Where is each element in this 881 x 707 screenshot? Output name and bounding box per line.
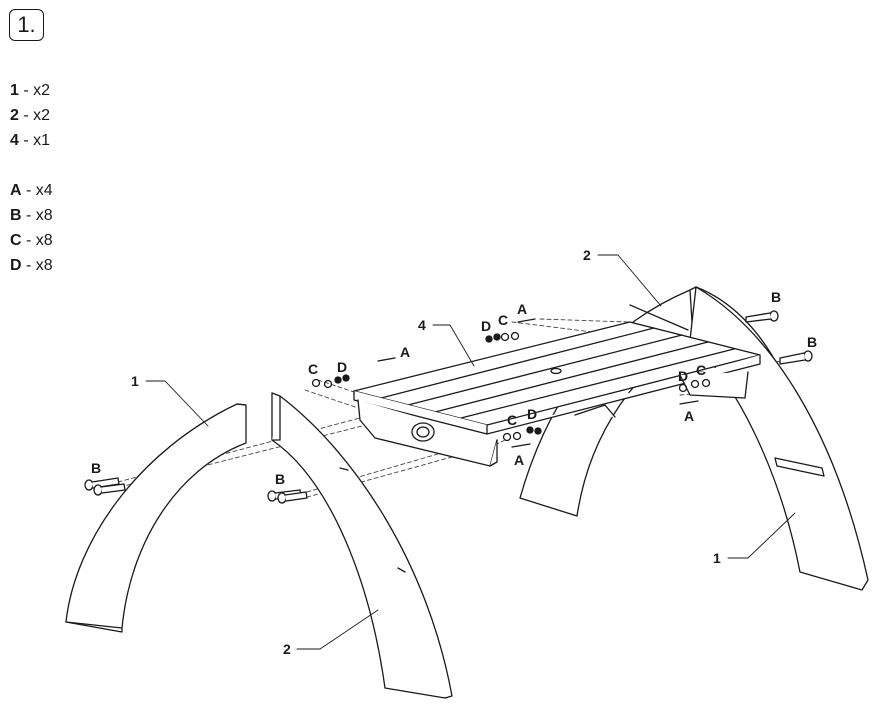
bolt-right-1 [745,310,779,323]
parts-item: 2 - x2 [10,107,51,124]
label-bolt-left: B [91,460,101,476]
hardware-item: B - x8 [10,207,53,224]
label-bolt-right-1: B [771,289,781,305]
washers-nuts [311,331,711,442]
bolt-left-2 [93,483,126,496]
label-bolt-right-2: B [807,334,817,350]
label-screw-right: A [684,408,694,424]
label-washer-front: C [507,412,517,428]
bolt-mid-2 [277,491,308,504]
label-arch-left-front: 2 [283,641,291,657]
label-bolt-mid: B [275,471,285,487]
label-nut-right: D [678,368,688,384]
screws-a [377,318,699,448]
parts-item: 4 - x1 [10,132,51,149]
leader-lines [145,254,796,650]
label-nut-front: D [527,406,537,422]
label-nut-top: D [481,318,491,334]
bolts-b [84,310,813,504]
parts-list: 1 - x2 2 - x2 4 - x1 A - x4 B - x8 C - x… [10,78,53,278]
step-number: 1. [17,12,36,37]
callout-labels: 1 2 2 1 4 B B B B A A A A C D D C C D D … [91,247,817,657]
label-washer-left: C [308,361,318,377]
hardware-item: C - x8 [10,232,53,249]
label-screw-top: A [517,301,527,317]
label-nut-left: D [337,359,347,375]
label-arch-right-back: 2 [583,247,591,263]
label-arch-right-part: 1 [713,550,721,566]
label-screw-front: A [514,452,524,468]
table-top [353,321,761,467]
hardware-item: D - x8 [10,257,53,274]
label-washer-right: C [696,362,706,378]
arch-left-rear [65,403,247,633]
arch-right-front [689,286,869,591]
label-washer-top: C [498,312,508,328]
arch-left-front [271,392,453,699]
label-screw-left: A [400,344,410,360]
bolt-right-2 [779,350,813,365]
label-arch-left-part: 1 [131,373,139,389]
hardware-item: A - x4 [10,182,53,199]
parts-item: 1 - x2 [10,82,51,99]
label-table-top: 4 [418,317,426,333]
step-number-box: 1. [9,9,44,41]
